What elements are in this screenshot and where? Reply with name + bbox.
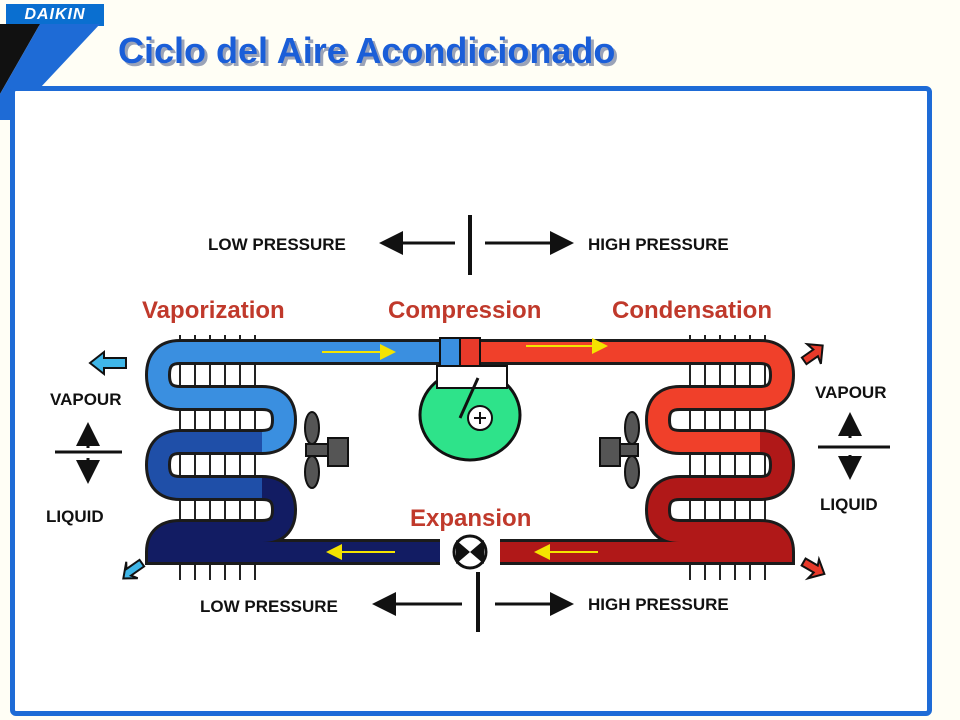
- condensation-label: Condensation: [612, 297, 772, 324]
- evaporator-coil: [144, 335, 440, 580]
- left-state-indicator: VAPOUR LIQUID: [46, 390, 122, 526]
- expansion-valve: [452, 534, 488, 570]
- compressor: [418, 337, 522, 462]
- daikin-logo: DAIKIN: [6, 4, 104, 26]
- bottom-pressure-indicator: LOW PRESSURE HIGH PRESSURE: [200, 572, 729, 632]
- hot-air-out-arrow-icon: [800, 342, 824, 366]
- right-state-indicator: VAPOUR LIQUID: [815, 383, 890, 514]
- condenser-coil: [480, 335, 796, 580]
- liquid-label-right: LIQUID: [820, 495, 878, 514]
- low-pressure-label-top: LOW PRESSURE: [208, 235, 346, 254]
- high-pressure-label-bottom: HIGH PRESSURE: [588, 595, 729, 614]
- cold-air-out-arrow-icon: [88, 349, 127, 377]
- vapour-label-left: VAPOUR: [50, 390, 121, 409]
- high-pressure-label-top: HIGH PRESSURE: [588, 235, 729, 254]
- page-title: Ciclo del Aire Acondicionado: [118, 30, 616, 71]
- liquid-label-left: LIQUID: [46, 507, 104, 526]
- evaporator-fan-icon: [304, 411, 349, 489]
- vapour-label-right: VAPOUR: [815, 383, 886, 402]
- hot-air-in-arrow-icon: [800, 555, 826, 581]
- compression-label: Compression: [388, 297, 541, 324]
- expansion-label: Expansion: [410, 505, 531, 532]
- vaporization-label: Vaporization: [142, 297, 285, 324]
- condenser-fan-icon: [599, 411, 640, 489]
- cold-air-in-arrow-icon: [122, 558, 146, 580]
- low-pressure-label-bottom: LOW PRESSURE: [200, 597, 338, 616]
- top-pressure-indicator: LOW PRESSURE HIGH PRESSURE: [208, 215, 729, 275]
